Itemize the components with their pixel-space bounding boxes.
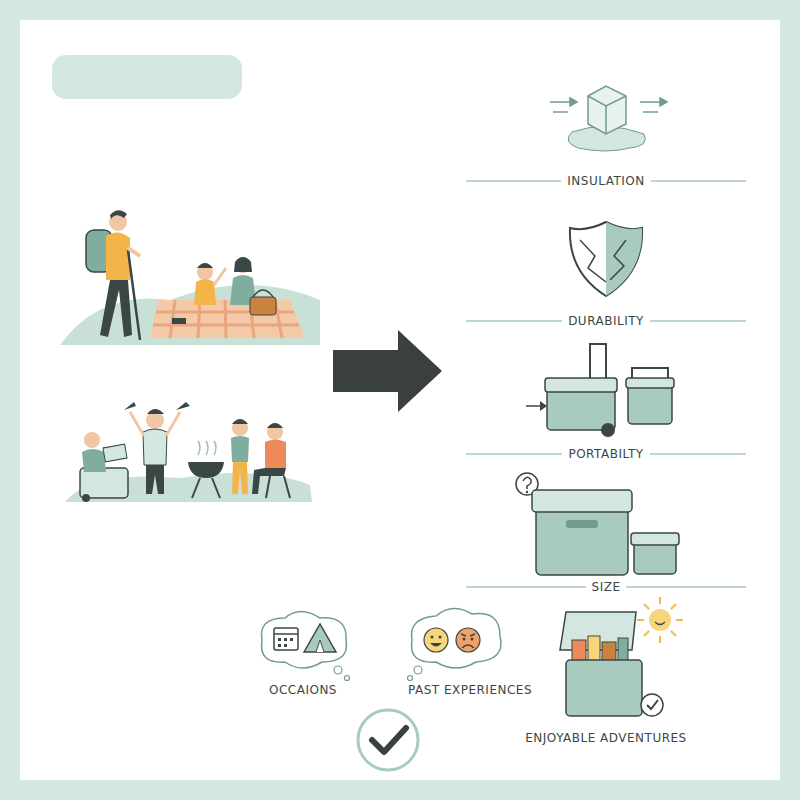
section-label: DURABILITY [562,313,650,330]
section-label: SIZE [586,579,627,596]
section-label: PORTABILTY [562,446,649,463]
section-label: INSULATION [561,173,650,190]
result-label: ENJOYABLE ADVENTURES [519,730,692,747]
factor-label: OCCAIONS [263,682,343,699]
factor-label: PAST EXPERIENCES [402,682,538,699]
